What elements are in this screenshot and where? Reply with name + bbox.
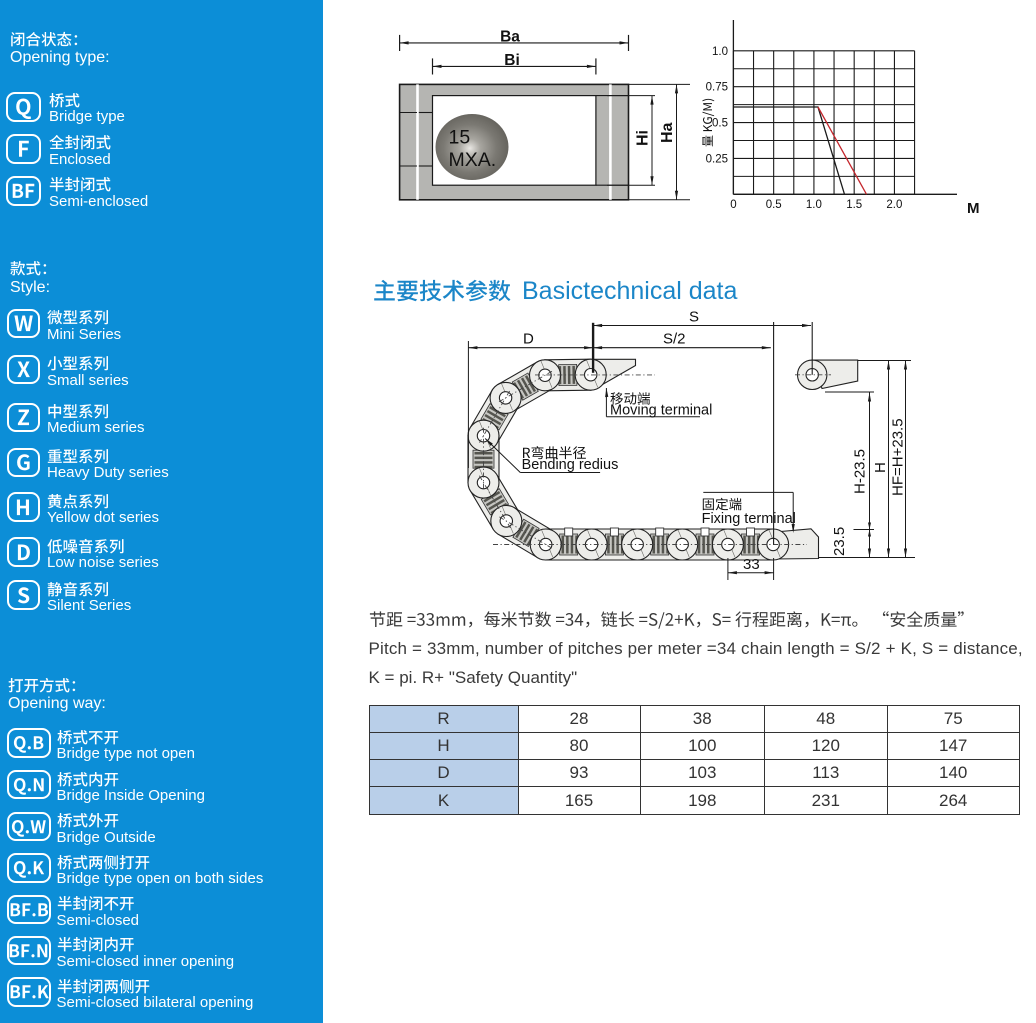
svg-text:Hi: Hi <box>635 130 652 146</box>
svg-text:1.0: 1.0 <box>712 46 728 58</box>
svg-text:M: M <box>967 200 980 217</box>
svg-text:0.75: 0.75 <box>706 82 728 94</box>
svg-text:23.5: 23.5 <box>831 527 848 556</box>
svg-text:Ha: Ha <box>659 122 676 143</box>
svg-text:D: D <box>523 331 534 348</box>
svg-text:HF=H+23.5: HF=H+23.5 <box>890 418 907 496</box>
svg-text:33: 33 <box>743 556 760 573</box>
svg-text:S/2: S/2 <box>663 331 686 348</box>
svg-text:S: S <box>689 309 699 326</box>
svg-text:15: 15 <box>449 127 471 149</box>
svg-text:MXA.: MXA. <box>449 149 497 171</box>
svg-text:0.5: 0.5 <box>766 199 782 211</box>
svg-text:0: 0 <box>730 199 736 211</box>
svg-text:Fixing terminal: Fixing terminal <box>702 511 796 527</box>
svg-text:1.0: 1.0 <box>806 199 822 211</box>
svg-text:Moving terminal: Moving terminal <box>610 403 712 419</box>
svg-text:2.0: 2.0 <box>886 199 902 211</box>
svg-text:H-23.5: H-23.5 <box>852 449 869 494</box>
svg-text:H: H <box>872 462 889 473</box>
svg-text:Ba: Ba <box>500 28 520 45</box>
svg-text:Bending redius: Bending redius <box>522 457 619 473</box>
svg-text:Bi: Bi <box>504 52 520 69</box>
svg-text:0.5: 0.5 <box>712 118 728 130</box>
svg-text:1.5: 1.5 <box>846 199 862 211</box>
svg-text:0.25: 0.25 <box>706 153 728 165</box>
